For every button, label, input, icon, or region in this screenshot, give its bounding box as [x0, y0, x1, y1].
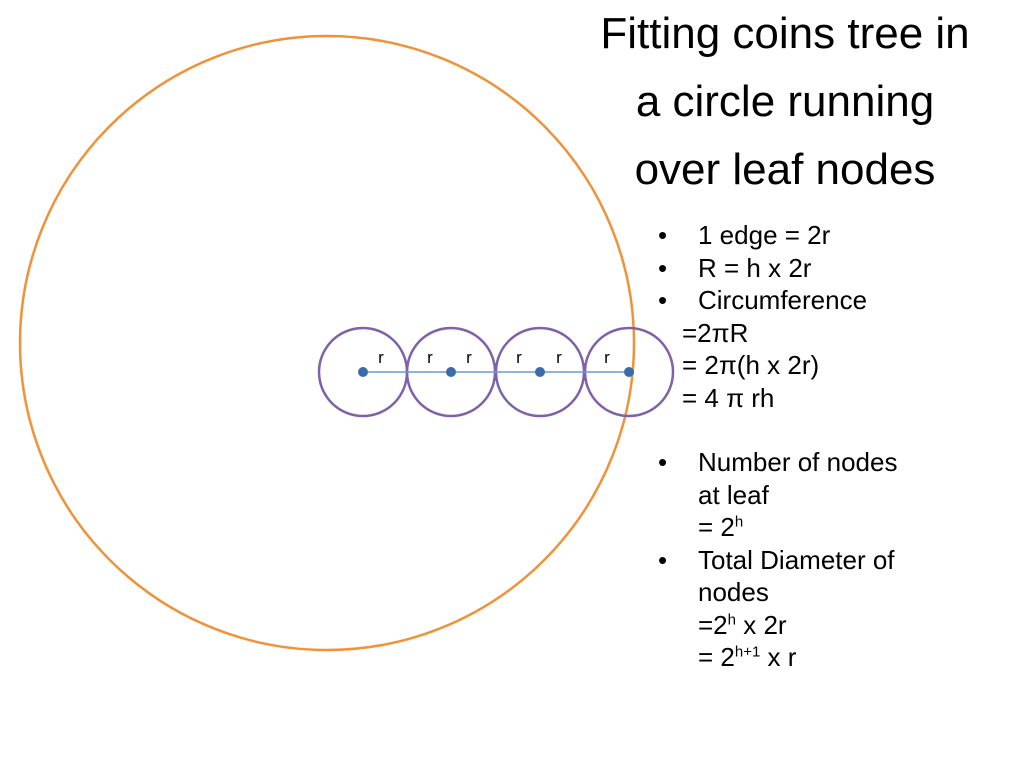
total-diameter-step-1: =2h x 2r: [698, 609, 1018, 642]
radius-label: r: [378, 348, 384, 367]
bullet-total-diameter: • Total Diameter of nodes =2h x 2r = 2h+…: [658, 544, 1018, 674]
leaf-node-dot: [446, 367, 456, 377]
leaf-nodes-value: = 2h: [698, 511, 1018, 544]
total-diameter-step-1-prefix: =2: [698, 609, 728, 640]
circumference-step-2: = 2π(h x 2r): [682, 350, 820, 380]
bullet-icon: •: [658, 447, 668, 477]
spacer: [658, 414, 1018, 446]
radius-label: r: [556, 348, 562, 367]
total-diameter-line-1: Total Diameter of: [698, 544, 895, 575]
leaf-nodes-value-exponent: h: [734, 513, 744, 531]
circumference-label: Circumference: [698, 285, 868, 315]
radius-label: r: [427, 348, 433, 367]
total-diameter-step-2-suffix: x r: [760, 642, 797, 672]
leaf-node-dots: [358, 367, 634, 377]
bullet-icon: •: [658, 220, 668, 250]
big-r-formula: R = h x 2r: [698, 252, 812, 283]
leaf-node-dot: [624, 367, 634, 377]
total-diameter-step-1-suffix: x 2r: [736, 609, 787, 640]
leaf-nodes-line-1: Number of nodes: [698, 447, 898, 477]
leaf-nodes-value-prefix: = 2: [698, 512, 735, 542]
title-line-2: a circle running: [635, 77, 935, 126]
edge-formula: 1 edge = 2r: [698, 220, 831, 250]
total-diameter-step-2-exponent: h+1: [734, 643, 761, 661]
radius-label: r: [466, 348, 472, 367]
total-diameter-step-2-prefix: = 2: [698, 642, 735, 672]
radius-label: r: [604, 348, 610, 367]
bullet-edge: • 1 edge = 2r: [658, 219, 1018, 252]
bullet-icon: •: [658, 285, 668, 315]
title-line-1: Fitting coins tree in: [600, 9, 970, 58]
bullet-icon: •: [658, 544, 668, 575]
slide-title: Fitting coins tree in a circle running o…: [555, 0, 1015, 204]
radius-label: r: [516, 348, 522, 367]
circumference-step-1: =2πR: [682, 317, 749, 348]
bullet-big-r: • R = h x 2r: [658, 252, 1018, 285]
title-line-3: over leaf nodes: [634, 145, 936, 194]
leaf-node-dot: [535, 367, 545, 377]
bullet-circumference: • Circumference =2πR = 2π(h x 2r) = 4 π …: [658, 284, 1018, 414]
circumference-step-3: = 4 π rh: [682, 382, 775, 413]
leaf-nodes-line-2: at leaf: [698, 479, 769, 510]
bullet-icon: •: [658, 252, 668, 283]
bullet-leaf-nodes: • Number of nodes at leaf = 2h: [658, 446, 1018, 544]
total-diameter-step-2: = 2h+1 x r: [698, 641, 1018, 674]
formula-bullet-list: • 1 edge = 2r • R = h x 2r • Circumferen…: [658, 219, 1018, 674]
total-diameter-step-1-exponent: h: [727, 610, 736, 628]
outer-circle: [18, 34, 636, 652]
total-diameter-line-2: nodes: [698, 577, 769, 607]
leaf-node-dot: [358, 367, 368, 377]
